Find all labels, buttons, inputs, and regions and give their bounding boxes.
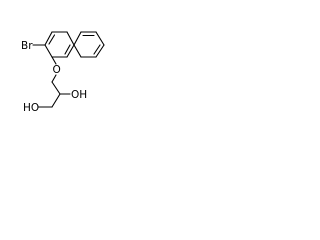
bond-c4-c4a [66,31,75,46]
bond-c4a-c8a-inner [64,44,71,55]
bond-c8a-c4a [73,44,82,58]
bond-c6-c7 [95,31,105,46]
bond-c4a-c5 [73,31,82,46]
bond-c2-c3 [44,31,53,46]
naphthalene-ring-right [73,31,105,58]
bromine-atom-label: Br [21,40,33,52]
molecule-structure: Br O OH HO [21,31,105,114]
bond-c1-o [51,56,57,65]
bond-c7-c8 [95,44,105,58]
naphthalene-ring-left [44,31,75,58]
bond-ch-ch2 [51,93,61,108]
bond-c4a-c8a [66,44,75,58]
bond-o-ch2 [51,74,57,83]
primary-hydroxyl-label: HO [23,102,39,114]
bond-c7-c8-inner [93,44,101,55]
bond-c1-c2 [44,44,53,58]
bond-c2-c3-inner [48,34,56,45]
secondary-hydroxyl-label: OH [71,89,87,101]
bond-ch2-ch [51,81,61,95]
ether-oxygen-label: O [53,64,61,76]
